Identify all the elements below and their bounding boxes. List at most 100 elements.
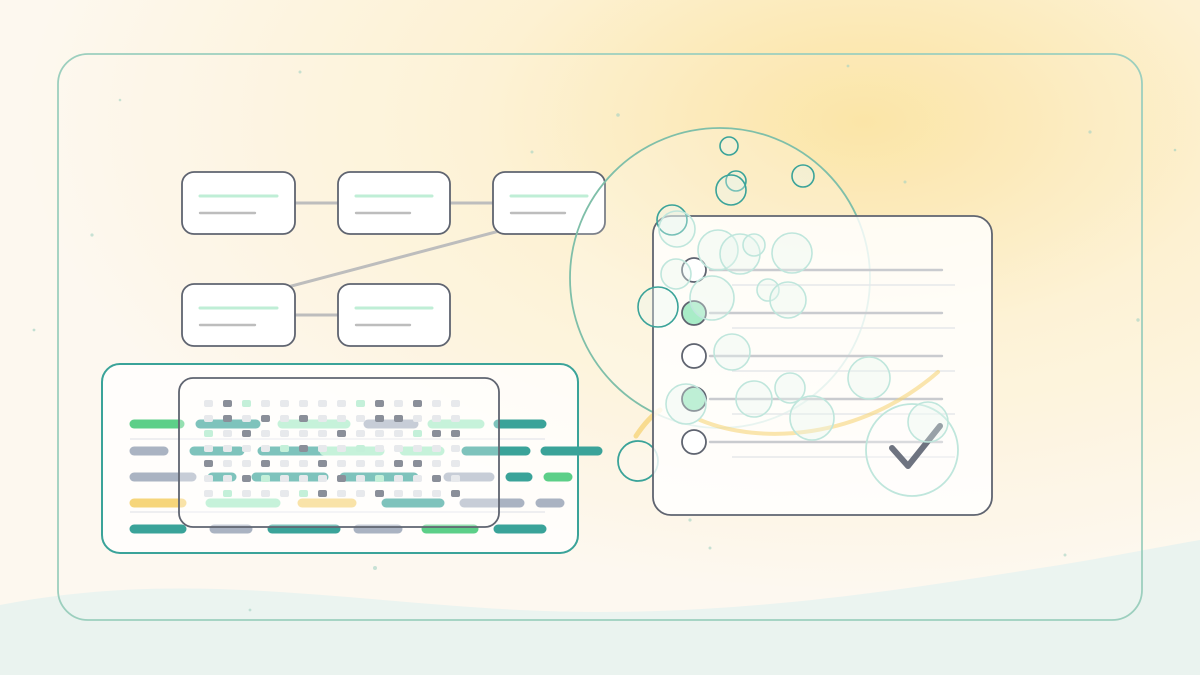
grid-dot	[204, 430, 213, 437]
decorative-swoosh	[698, 370, 940, 436]
grid-dot	[413, 415, 422, 422]
grid-dot	[394, 415, 403, 422]
bubble	[637, 286, 679, 328]
grid-dot	[375, 475, 384, 482]
grid-dot	[204, 460, 213, 467]
bubble	[791, 164, 815, 188]
bubble	[713, 333, 751, 371]
grid-dot	[318, 430, 327, 437]
grid-dot	[242, 445, 251, 452]
bubbles	[637, 136, 949, 443]
grid-dot	[299, 460, 308, 467]
grid-dot	[299, 415, 308, 422]
flow-node	[181, 171, 296, 235]
grid-dot	[242, 400, 251, 407]
grid-dot	[356, 460, 365, 467]
data-table-panel	[101, 363, 579, 554]
grid-dot	[223, 430, 232, 437]
grid-dot	[451, 460, 460, 467]
workflow-graph	[181, 171, 606, 347]
grid-dot	[261, 415, 270, 422]
grid-dot	[242, 430, 251, 437]
grid-dot	[451, 430, 460, 437]
grid-dot	[280, 400, 289, 407]
grid-dot	[337, 490, 346, 497]
grid-dot	[299, 445, 308, 452]
grid-dot	[223, 490, 232, 497]
grid-dot	[356, 490, 365, 497]
grid-dot	[413, 460, 422, 467]
flow-node	[337, 283, 451, 347]
grid-dot	[223, 475, 232, 482]
grid-dot	[242, 415, 251, 422]
grid-dot	[413, 430, 422, 437]
bubble	[742, 233, 766, 257]
grid-dot	[318, 475, 327, 482]
grid-dot	[375, 490, 384, 497]
grid-dot	[261, 445, 270, 452]
grid-dot	[394, 445, 403, 452]
grid-dot	[280, 430, 289, 437]
grid-dot	[356, 430, 365, 437]
grid-dot	[356, 475, 365, 482]
grid-dot	[299, 400, 308, 407]
grid-dot	[337, 400, 346, 407]
grid-dot	[451, 475, 460, 482]
grid-dot	[204, 475, 213, 482]
check-badge	[865, 403, 959, 497]
grid-dot	[337, 445, 346, 452]
bubble	[715, 174, 747, 206]
grid-dot	[318, 445, 327, 452]
grid-dot	[375, 415, 384, 422]
grid-dot	[432, 415, 441, 422]
checklist-radio	[681, 300, 707, 326]
grid-dot	[318, 490, 327, 497]
grid-dot	[451, 445, 460, 452]
grid-dot	[280, 490, 289, 497]
bubble	[660, 258, 692, 290]
checklist-radio	[681, 429, 707, 455]
checklist-radio	[681, 343, 707, 369]
checklist-rows	[681, 257, 955, 458]
grid-dot	[261, 430, 270, 437]
grid-dot	[318, 460, 327, 467]
bubble	[656, 204, 688, 236]
grid-dot	[375, 430, 384, 437]
grid-dot	[432, 445, 441, 452]
grid-dot	[451, 415, 460, 422]
grid-dot	[394, 430, 403, 437]
grid-dot	[242, 460, 251, 467]
grid-dot	[394, 490, 403, 497]
grid-dot	[432, 475, 441, 482]
grid-dot	[375, 445, 384, 452]
grid-dot	[242, 490, 251, 497]
grid-dot	[223, 445, 232, 452]
check-mark-icon	[889, 423, 943, 469]
grid-dot	[261, 460, 270, 467]
grid-dot	[223, 400, 232, 407]
grid-dot	[318, 415, 327, 422]
grid-dot	[204, 415, 213, 422]
grid-dot	[261, 400, 270, 407]
bubble	[689, 275, 735, 321]
grid-dot	[356, 415, 365, 422]
bubble	[725, 170, 747, 192]
grid-dot	[432, 400, 441, 407]
table-bars	[129, 419, 573, 534]
grid-dot	[413, 475, 422, 482]
grid-dot	[337, 430, 346, 437]
bubble	[658, 210, 696, 248]
grid-dots	[204, 400, 460, 497]
bubble	[771, 232, 813, 274]
flow-node	[181, 283, 296, 347]
grid-dot	[242, 475, 251, 482]
bubble	[665, 383, 707, 425]
grid-dot	[375, 400, 384, 407]
bubble	[697, 229, 739, 271]
grid-dot	[337, 460, 346, 467]
grid-dot	[375, 460, 384, 467]
grid-dot	[261, 475, 270, 482]
flow-node	[492, 171, 606, 235]
bubble	[769, 281, 807, 319]
